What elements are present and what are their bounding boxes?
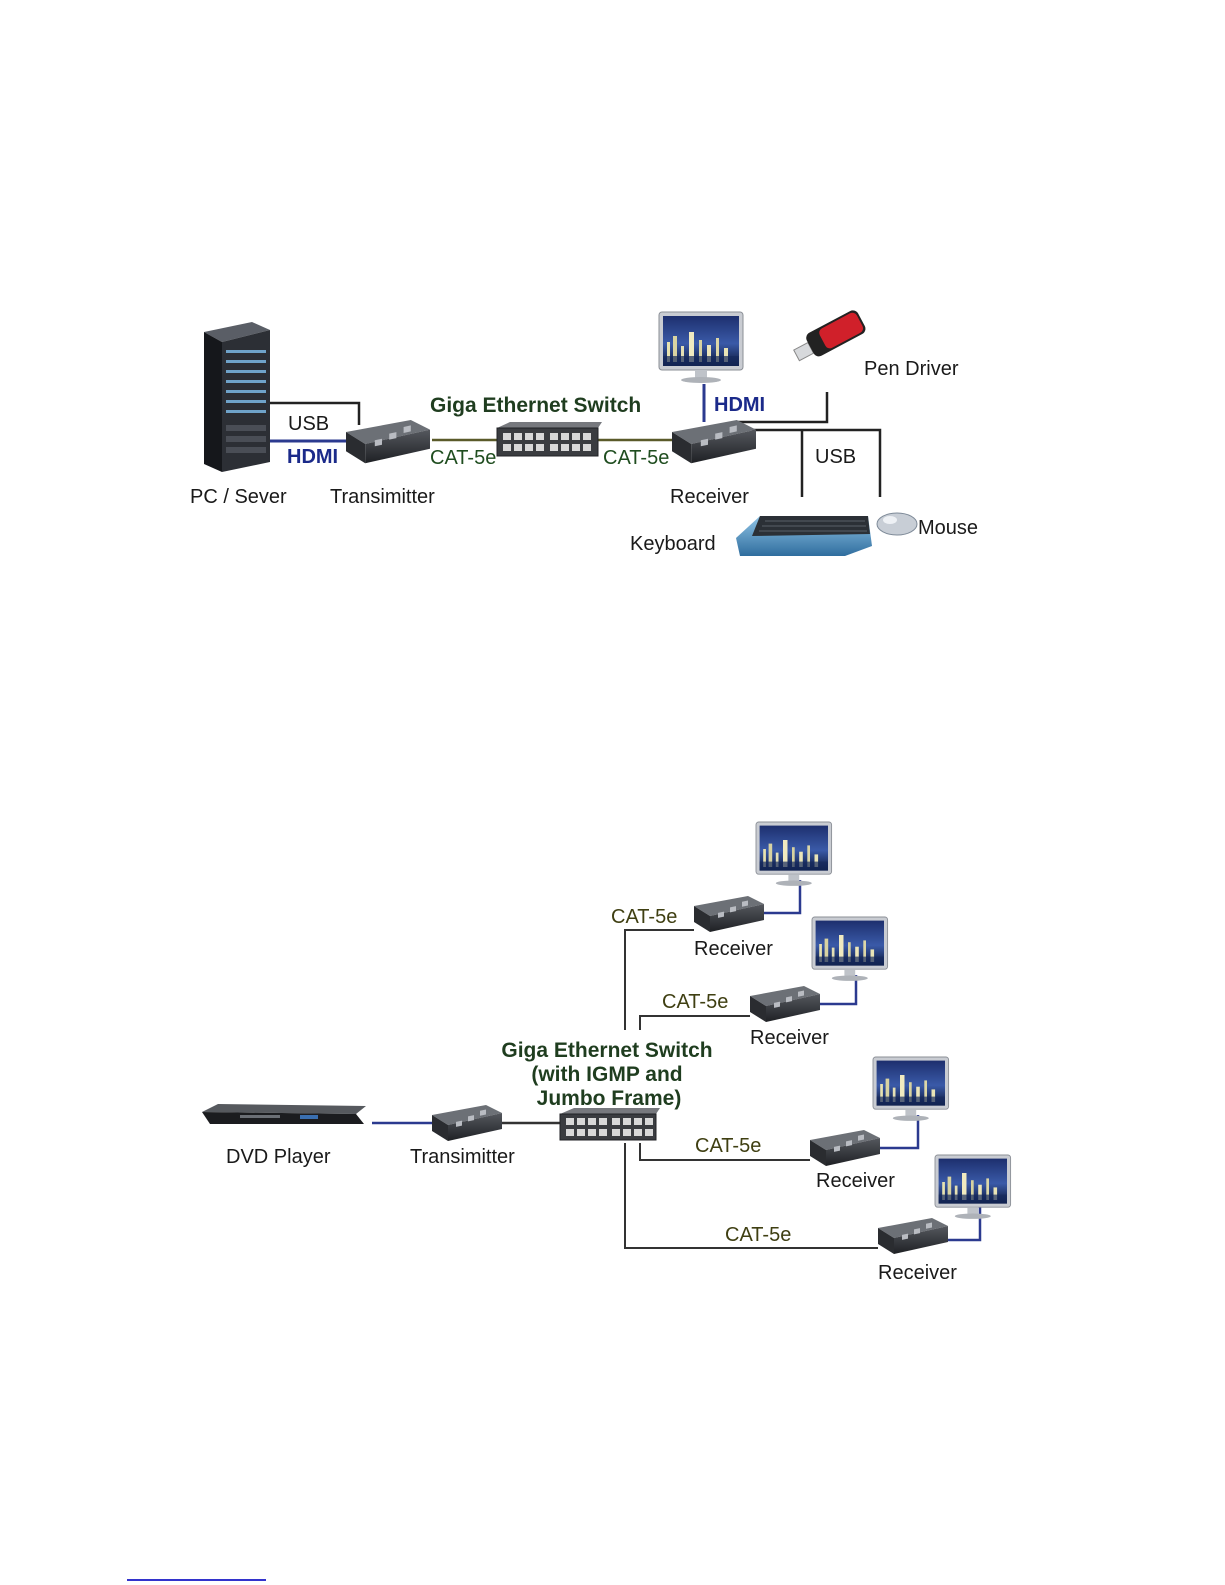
mouse-label: Mouse <box>918 517 978 539</box>
keyboard-icon <box>736 516 872 556</box>
switch-label: Giga Ethernet Switch <box>430 394 641 417</box>
monitor-icon-4 <box>935 1155 1011 1219</box>
cat-label-1: CAT-5e <box>611 906 677 928</box>
cat-label-3: CAT-5e <box>695 1135 761 1157</box>
receiver-label-4: Receiver <box>878 1262 957 1284</box>
dvd-player-label: DVD Player <box>226 1146 331 1168</box>
receiver-icon-3 <box>810 1130 880 1166</box>
keyboard-label: Keyboard <box>630 533 716 555</box>
usb-label-right: USB <box>815 446 856 468</box>
switch-label-line1: Giga Ethernet Switch <box>501 1039 712 1062</box>
footer-link-underline <box>127 1579 266 1581</box>
monitor-icon-1 <box>756 822 832 886</box>
dvd-player-icon <box>202 1104 366 1124</box>
receiver-icon-1 <box>694 896 764 932</box>
hdmi-label-left: HDMI <box>287 446 338 468</box>
receiver-icon-4 <box>878 1218 948 1254</box>
mouse-icon <box>877 513 917 535</box>
cat-label-right: CAT-5e <box>603 447 669 469</box>
cat-cable-rx2 <box>640 1016 750 1030</box>
receiver-icon <box>672 420 756 463</box>
transmitter-icon <box>346 420 430 463</box>
cat-label-left: CAT-5e <box>430 447 496 469</box>
transmitter-icon-2 <box>432 1105 502 1141</box>
ethernet-switch-icon <box>497 422 602 456</box>
diagram-multicast: Giga Ethernet Switch (with IGMP and Jumb… <box>202 822 1011 1284</box>
monitor-icon-3 <box>873 1057 949 1121</box>
receiver-label: Receiver <box>670 486 749 508</box>
receiver-icon-2 <box>750 986 820 1022</box>
switch-label-line2: (with IGMP and <box>531 1063 682 1086</box>
receiver-label-1: Receiver <box>694 938 773 960</box>
receiver-label-2: Receiver <box>750 1027 829 1049</box>
pen-drive-icon <box>790 308 868 366</box>
usb-label-left: USB <box>288 413 329 435</box>
monitor-icon <box>659 312 743 383</box>
transmitter-label-2: Transimitter <box>410 1146 515 1168</box>
ethernet-switch-icon-2 <box>560 1108 660 1140</box>
pen-driver-label: Pen Driver <box>864 358 959 380</box>
hdmi-label-top: HDMI <box>714 394 765 416</box>
monitor-icon-2 <box>812 917 888 981</box>
switch-label-line3: Jumbo Frame) <box>537 1087 682 1110</box>
pc-server-label: PC / Sever <box>190 486 287 508</box>
receiver-label-3: Receiver <box>816 1170 895 1192</box>
cat-label-4: CAT-5e <box>725 1224 791 1246</box>
pc-server-icon <box>204 322 270 472</box>
diagram-kvm-extender: Giga Ethernet Switch USB HDMI CAT-5e CAT… <box>190 308 978 556</box>
transmitter-label: Transimitter <box>330 486 435 508</box>
cat-label-2: CAT-5e <box>662 991 728 1013</box>
